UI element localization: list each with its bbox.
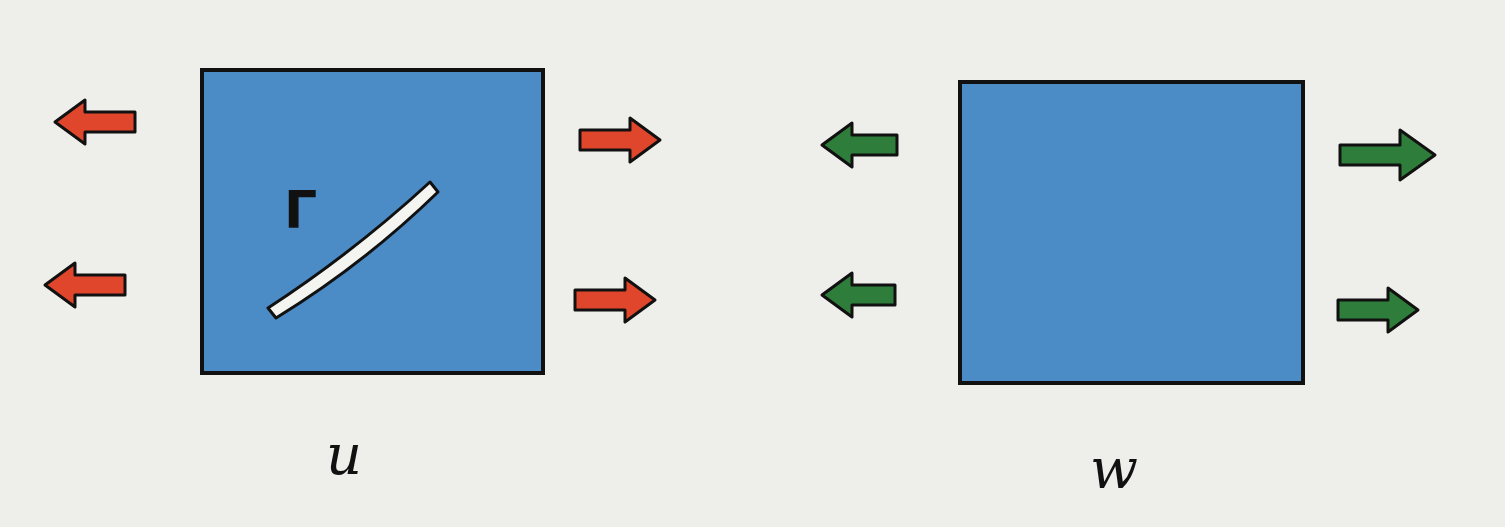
crack-label: Γ — [284, 184, 317, 236]
field-label: u — [326, 427, 362, 483]
material-square: w — [958, 80, 1305, 385]
green-arrow — [1338, 288, 1418, 332]
material-square: Γu — [200, 68, 545, 375]
red-arrow — [55, 100, 135, 144]
red-arrow — [575, 278, 655, 322]
green-arrow — [822, 273, 895, 317]
green-arrow — [1340, 130, 1435, 180]
field-label: w — [1090, 441, 1138, 497]
crack — [204, 72, 549, 379]
green-arrow — [822, 123, 897, 167]
red-arrow — [45, 263, 125, 307]
red-arrow — [580, 118, 660, 162]
